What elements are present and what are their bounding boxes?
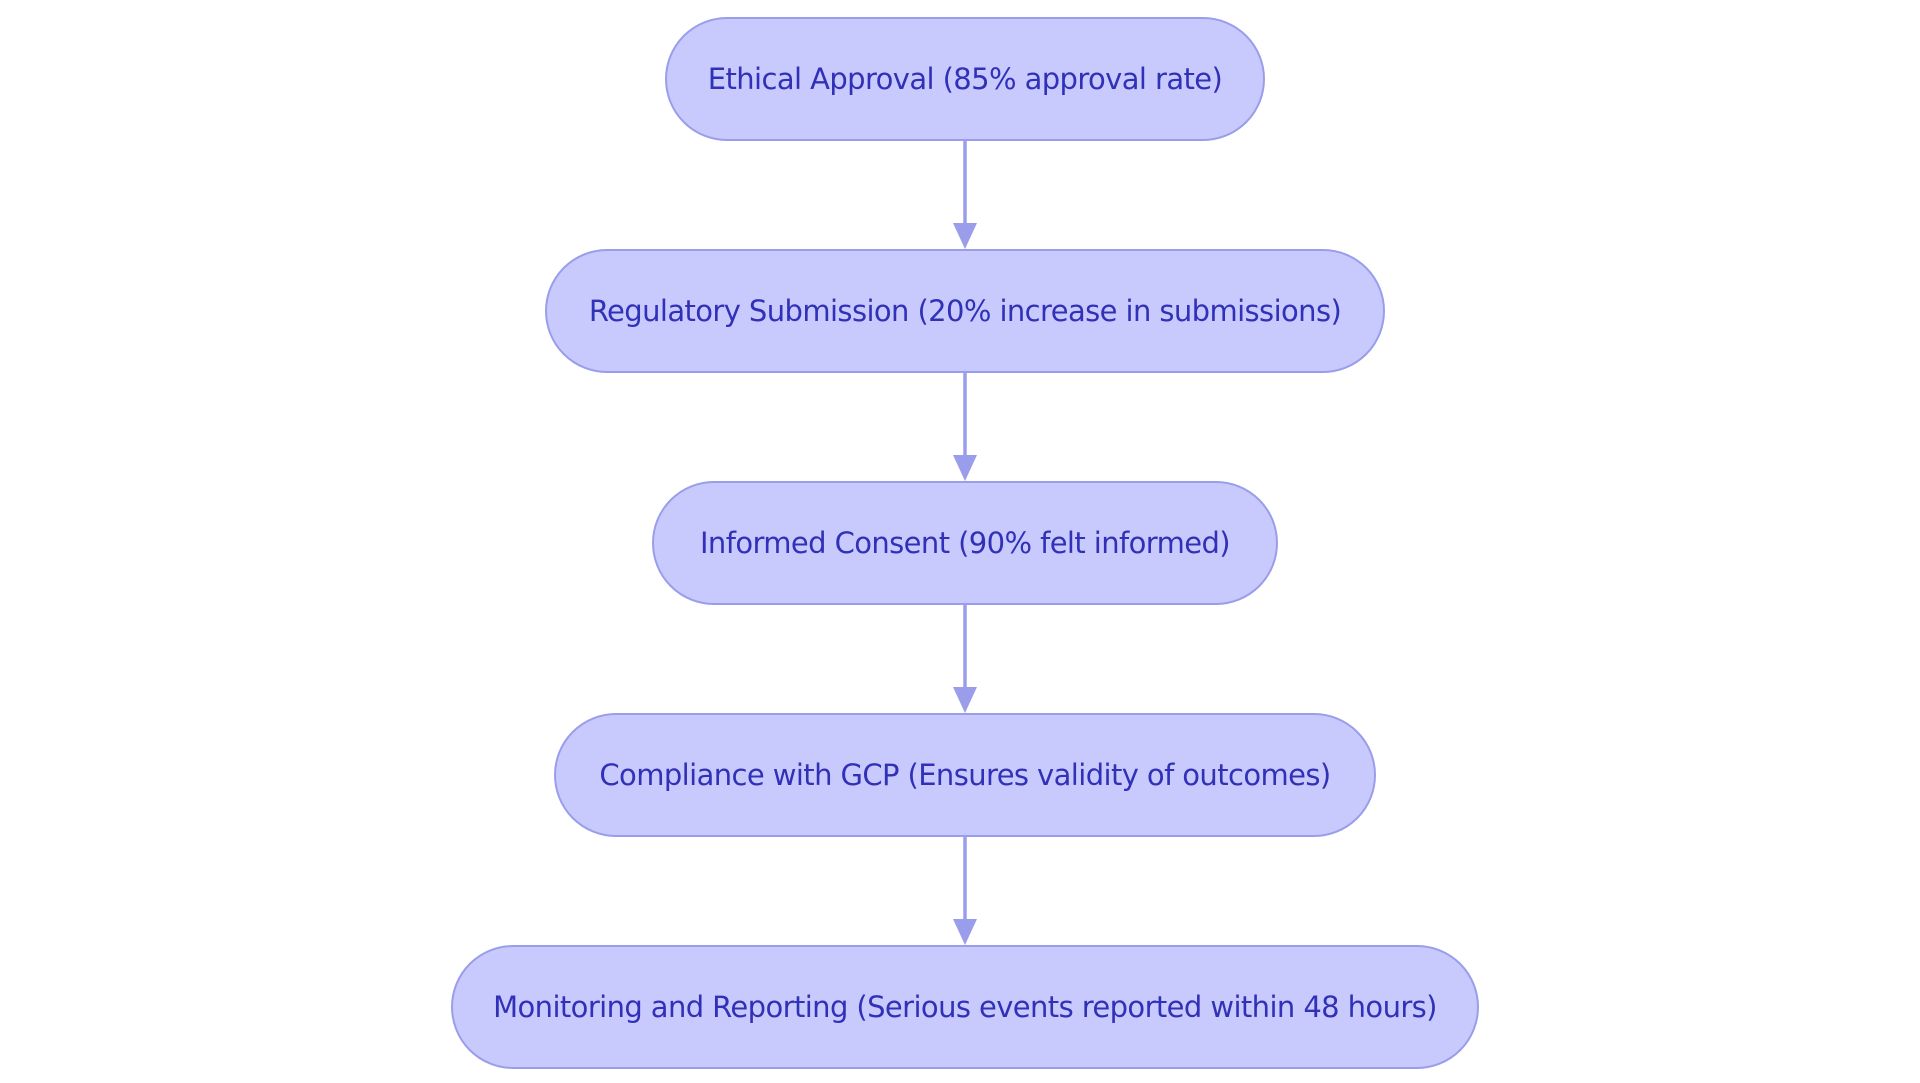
step-label: Regulatory Submission (20% increase in s… xyxy=(588,294,1342,328)
step-regulatory-submission: Regulatory Submission (20% increase in s… xyxy=(545,249,1385,373)
step-monitoring-reporting: Monitoring and Reporting (Serious events… xyxy=(451,945,1479,1069)
arrow-consent-to-compliance xyxy=(953,605,977,713)
arrow-submission-to-consent xyxy=(953,373,977,481)
step-ethical-approval: Ethical Approval (85% approval rate) xyxy=(665,17,1265,141)
step-label: Monitoring and Reporting (Serious events… xyxy=(493,990,1437,1024)
step-label: Informed Consent (90% felt informed) xyxy=(699,526,1231,560)
arrow-compliance-to-monitoring xyxy=(953,837,977,945)
step-gcp-compliance: Compliance with GCP (Ensures validity of… xyxy=(554,713,1376,837)
arrow-approval-to-submission xyxy=(953,141,977,249)
step-label: Compliance with GCP (Ensures validity of… xyxy=(599,758,1331,792)
step-label: Ethical Approval (85% approval rate) xyxy=(707,62,1223,96)
step-informed-consent: Informed Consent (90% felt informed) xyxy=(652,481,1278,605)
